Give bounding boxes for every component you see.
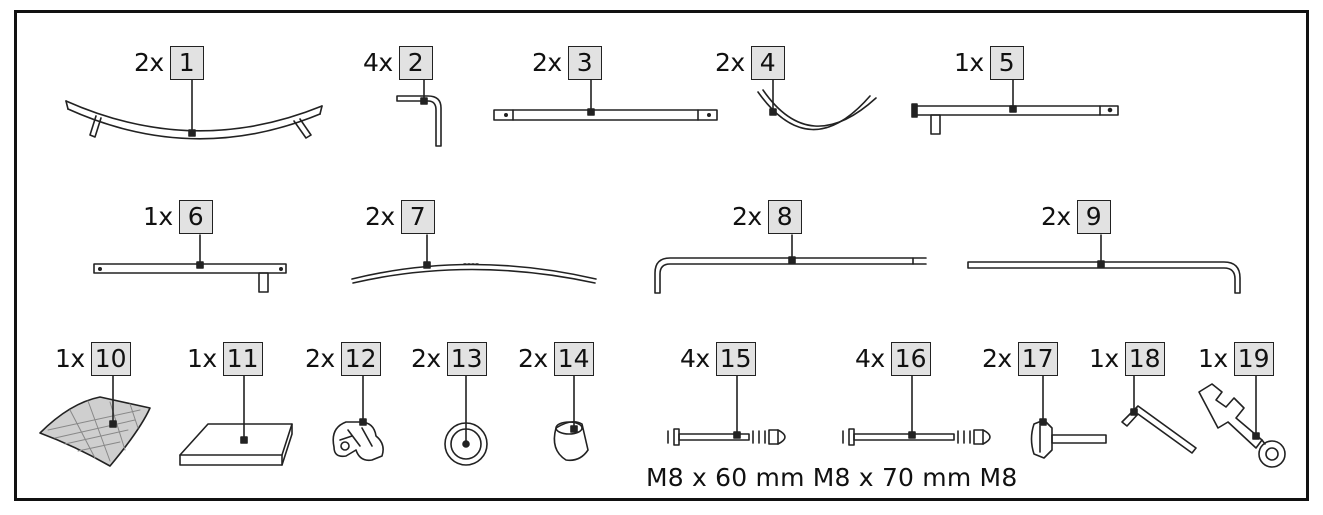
part-19-wrench-drawing <box>1198 375 1286 468</box>
callout-part-9: 2x 9 <box>1041 200 1111 234</box>
callout-part-1: 2x 1 <box>134 46 204 80</box>
part-number-box: 19 <box>1233 342 1274 376</box>
part-14-tube-cap-drawing <box>553 375 589 462</box>
quantity-label: 2x <box>518 344 548 373</box>
callout-part-10: 1x 10 <box>55 342 131 376</box>
part-4-curved-arc-drawing <box>757 79 877 131</box>
callout-part-5: 1x 5 <box>954 46 1024 80</box>
part-number-box: 6 <box>178 200 213 234</box>
quantity-label: 1x <box>954 48 984 77</box>
quantity-label: 1x <box>1198 344 1228 373</box>
callout-part-3: 2x 3 <box>532 46 602 80</box>
part-12-clamp-drawing <box>332 375 384 462</box>
quantity-label: 2x <box>715 48 745 77</box>
quantity-label: 1x <box>187 344 217 373</box>
quantity-label: 4x <box>680 344 710 373</box>
part-number-box: 15 <box>715 342 756 376</box>
callout-part-13: 2x 13 <box>411 342 487 376</box>
callout-part-14: 2x 14 <box>518 342 594 376</box>
part-8-bent-rod-drawing <box>654 234 927 294</box>
callout-part-15: 4x 15 <box>680 342 756 376</box>
quantity-label: 1x <box>55 344 85 373</box>
quantity-label: 2x <box>365 202 395 231</box>
callout-part-18: 1x 18 <box>1089 342 1165 376</box>
part-18-hex-key-drawing <box>1121 375 1197 454</box>
quantity-label: 2x <box>1041 202 1071 231</box>
part-number-box: 17 <box>1017 342 1058 376</box>
part-number-box: 5 <box>989 46 1024 80</box>
part-number-box: 8 <box>767 200 802 234</box>
part-6-tube-with-leg-drawing <box>93 234 287 293</box>
part-11-square-pad-drawing <box>179 375 293 466</box>
callout-part-8: 2x 8 <box>732 200 802 234</box>
part-number-box: 16 <box>890 342 931 376</box>
callout-part-16: 4x 16 <box>855 342 931 376</box>
bolt-sizes-caption: M8 x 60 mm M8 x 70 mm M8 <box>646 463 1018 492</box>
quantity-label: 1x <box>143 202 173 231</box>
parts-diagram-frame <box>14 10 1309 501</box>
part-number-box: 7 <box>400 200 435 234</box>
part-16-bolt-drawing <box>842 375 991 446</box>
part-number-box: 13 <box>446 342 487 376</box>
part-number-box: 10 <box>90 342 131 376</box>
part-number-box: 11 <box>222 342 263 376</box>
part-number-box: 3 <box>567 46 602 80</box>
callout-part-6: 1x 6 <box>143 200 213 234</box>
part-number-box: 9 <box>1076 200 1111 234</box>
part-13-end-cap-drawing <box>444 375 488 466</box>
callout-part-2: 4x 2 <box>363 46 433 80</box>
part-number-box: 4 <box>750 46 785 80</box>
part-9-bent-rod-drawing <box>967 234 1241 294</box>
quantity-label: 2x <box>134 48 164 77</box>
callout-part-7: 2x 7 <box>365 200 435 234</box>
part-number-box: 2 <box>398 46 433 80</box>
part-number-box: 1 <box>169 46 204 80</box>
part-2-l-bracket-drawing <box>396 79 442 147</box>
quantity-label: 2x <box>411 344 441 373</box>
part-7-curved-rod-drawing <box>351 234 597 284</box>
callout-part-12: 2x 12 <box>305 342 381 376</box>
part-number-box: 18 <box>1124 342 1165 376</box>
quantity-label: 2x <box>532 48 562 77</box>
callout-part-4: 2x 4 <box>715 46 785 80</box>
callout-part-11: 1x 11 <box>187 342 263 376</box>
quantity-label: 4x <box>855 344 885 373</box>
part-number-box: 14 <box>553 342 594 376</box>
quantity-label: 2x <box>732 202 762 231</box>
part-15-bolt-drawing <box>667 375 786 446</box>
part-10-mesh-net-drawing <box>39 375 151 467</box>
part-3-straight-tube-drawing <box>493 79 718 121</box>
quantity-label: 2x <box>982 344 1012 373</box>
callout-part-19: 1x 19 <box>1198 342 1274 376</box>
part-5-tube-with-leg-drawing <box>911 79 1119 135</box>
quantity-label: 2x <box>305 344 335 373</box>
callout-part-17: 2x 17 <box>982 342 1058 376</box>
quantity-label: 1x <box>1089 344 1119 373</box>
quantity-label: 4x <box>363 48 393 77</box>
part-1-curved-tube-drawing <box>65 79 323 140</box>
part-17-knob-bolt-drawing <box>1030 375 1107 459</box>
part-number-box: 12 <box>340 342 381 376</box>
